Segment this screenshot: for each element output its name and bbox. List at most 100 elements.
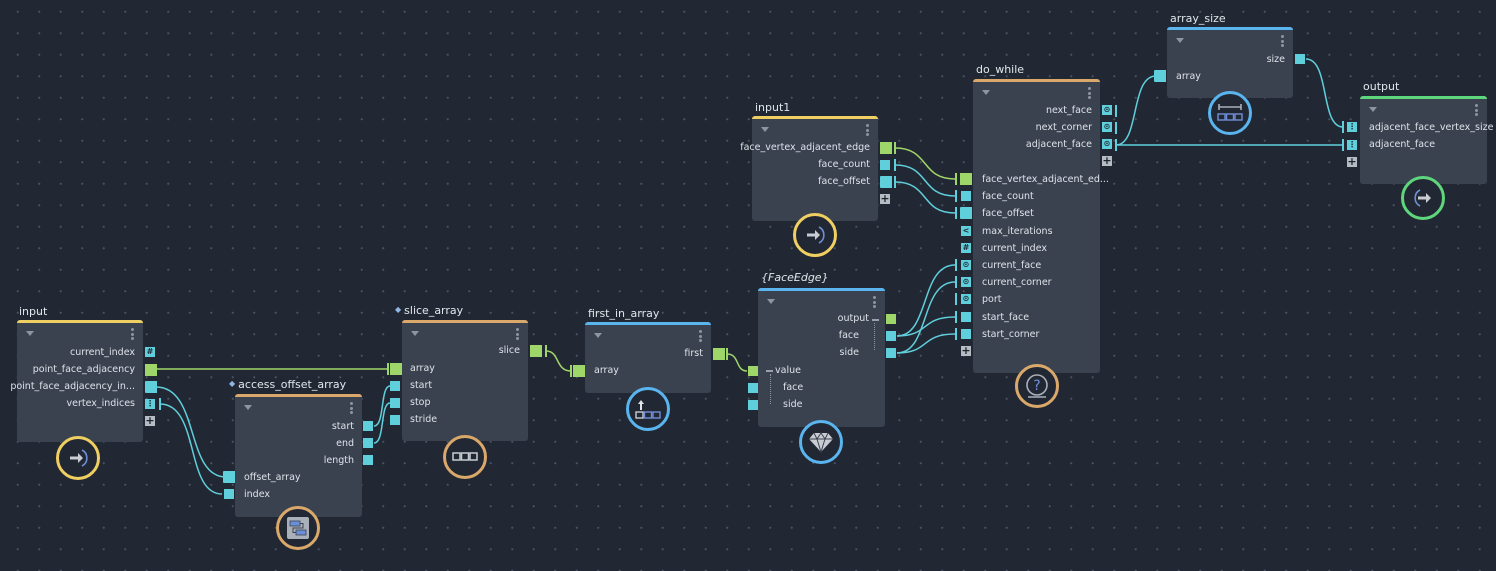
port-adjacent-face-in[interactable]: ⋮ <box>1347 140 1357 150</box>
port-side-in[interactable] <box>748 400 758 410</box>
port-current-index-in[interactable]: # <box>961 243 971 253</box>
output-label-vertex-indices: vertex_indices <box>66 398 136 409</box>
collapse-toggle-icon[interactable] <box>982 90 990 95</box>
port-index-in[interactable] <box>224 489 234 499</box>
port-array-in[interactable] <box>390 363 402 375</box>
node-menu-icon[interactable] <box>1475 104 1478 118</box>
add-input-port-button[interactable]: + <box>961 344 971 357</box>
port-point-face-adjacency[interactable] <box>145 364 157 376</box>
collapse-toggle-icon[interactable] <box>26 331 34 336</box>
port-port-in[interactable]: ⊙ <box>961 294 971 304</box>
node-slice-array[interactable]: slice array start stop stride <box>402 320 528 441</box>
collapse-toggle-icon[interactable] <box>1369 107 1377 112</box>
port-face-offset[interactable] <box>880 176 892 188</box>
node-do-while[interactable]: next_face next_corner adjacent_face face… <box>973 79 1109 373</box>
node-menu-icon[interactable] <box>131 328 134 342</box>
port-face-vertex-adjacent-edge-in[interactable] <box>960 173 972 185</box>
output-label-next-corner: next_corner <box>1035 122 1092 133</box>
port-stride-in[interactable] <box>390 415 400 425</box>
collapse-toggle-icon[interactable] <box>244 405 252 410</box>
node-menu-icon[interactable] <box>516 328 519 342</box>
port-stop-in[interactable] <box>390 398 400 408</box>
node-menu-icon[interactable] <box>699 330 702 344</box>
port-max-iterations-in[interactable]: < <box>961 226 971 236</box>
wire-face-vertex-adjacent-edge <box>894 147 956 180</box>
node-accent-bar <box>235 394 362 397</box>
output-label-size: size <box>1266 54 1285 65</box>
input-label-start: start <box>410 380 433 391</box>
port-first-out[interactable] <box>713 348 725 360</box>
node-menu-icon[interactable] <box>873 296 876 310</box>
port-next-corner-out[interactable]: ⊙ <box>1102 122 1112 132</box>
port-next-face-out[interactable]: ⊙ <box>1102 105 1112 115</box>
port-adjacent-face-vertex-size-in[interactable]: ⋮ <box>1347 122 1357 132</box>
node-face-edge[interactable]: output face side value face side <box>758 288 885 427</box>
port-face-in[interactable] <box>748 383 758 393</box>
port-face-count-in[interactable] <box>961 191 971 201</box>
collapse-minus-icon[interactable] <box>872 319 879 321</box>
collapse-toggle-icon[interactable] <box>594 333 602 338</box>
node-title-input1: input1 <box>755 101 791 114</box>
port-face-offset-in[interactable] <box>960 207 972 219</box>
node-menu-icon[interactable] <box>1088 87 1091 101</box>
output-label-current-index: current_index <box>69 347 135 358</box>
wire-side-to-start-corner <box>896 333 956 354</box>
node-menu-icon[interactable] <box>1281 35 1284 49</box>
node-accent-bar <box>973 79 1100 82</box>
port-offset-array-in[interactable] <box>223 471 235 483</box>
collapse-toggle-icon[interactable] <box>411 331 419 336</box>
port-slice-out[interactable] <box>530 345 542 357</box>
node-accent-bar <box>1167 27 1293 30</box>
tree-icon: ⋮ <box>1348 122 1356 131</box>
port-face-vertex-adjacent-edge[interactable] <box>880 142 892 154</box>
port-face-out[interactable] <box>886 331 896 341</box>
node-input1[interactable]: face_vertex_adjacent_edge face_count fac… <box>740 116 878 221</box>
add-port-button[interactable]: + <box>145 414 155 427</box>
cycle-icon: ⊙ <box>962 294 970 303</box>
port-face-count[interactable] <box>880 160 890 170</box>
array-size-icon <box>1208 91 1252 135</box>
port-size-out[interactable] <box>1295 54 1305 64</box>
hash-icon: # <box>146 347 154 356</box>
port-current-index[interactable]: # <box>145 347 155 357</box>
port-adjacent-face-out[interactable]: ⊙ <box>1102 139 1112 149</box>
node-output[interactable]: adjacent_face_vertex_size adjacent_face <box>1360 96 1493 184</box>
port-start-face-in[interactable] <box>961 312 971 322</box>
port-length-out[interactable] <box>363 455 373 465</box>
port-current-face-in[interactable]: ⊙ <box>961 260 971 270</box>
port-start-out[interactable] <box>363 421 373 431</box>
add-port-button[interactable]: + <box>1347 155 1357 168</box>
node-menu-icon[interactable] <box>866 124 869 138</box>
port-start-in[interactable] <box>390 381 400 391</box>
port-current-corner-in[interactable]: ⊙ <box>961 277 971 287</box>
collapse-minus-icon[interactable] <box>766 370 773 372</box>
port-side-out[interactable] <box>886 348 896 358</box>
node-access-offset-array[interactable]: start end length offset_array index <box>235 394 362 517</box>
add-output-port-button[interactable]: + <box>1102 154 1112 167</box>
output-label-point-face-adjacency-index: point_face_adjacency_in... <box>10 381 135 392</box>
output-label-adjacent-face: adjacent_face <box>1025 139 1092 150</box>
node-input[interactable]: current_index point_face_adjacency point… <box>10 320 143 442</box>
add-port-button[interactable]: + <box>880 192 890 205</box>
collapse-toggle-icon[interactable] <box>761 127 769 132</box>
wire-size-to-vertex-size <box>1305 58 1344 128</box>
port-vertex-indices[interactable]: ⋮ <box>145 399 155 409</box>
port-value-in[interactable] <box>748 366 758 376</box>
node-array-size[interactable]: size array <box>1167 27 1293 98</box>
port-array-in[interactable] <box>573 365 585 377</box>
port-array-in[interactable] <box>1154 70 1166 82</box>
node-menu-icon[interactable] <box>350 402 353 416</box>
node-first-in-array[interactable]: first array <box>585 322 711 393</box>
collapse-toggle-icon[interactable] <box>1176 38 1184 43</box>
wire-face-to-start-face <box>896 316 956 337</box>
port-output-out[interactable] <box>886 314 896 324</box>
wire-adjacent-face-to-array <box>1115 75 1157 146</box>
port-start-corner-in[interactable] <box>961 329 971 339</box>
tree-guide <box>874 323 875 350</box>
port-point-face-adjacency-index[interactable] <box>145 381 157 393</box>
port-end-out[interactable] <box>363 438 373 448</box>
collapse-toggle-icon[interactable] <box>767 299 775 304</box>
input-label-start-face: start_face <box>982 312 1030 323</box>
diamond-marker-icon: ◆ <box>395 305 402 314</box>
output-label-face: face <box>838 330 859 341</box>
